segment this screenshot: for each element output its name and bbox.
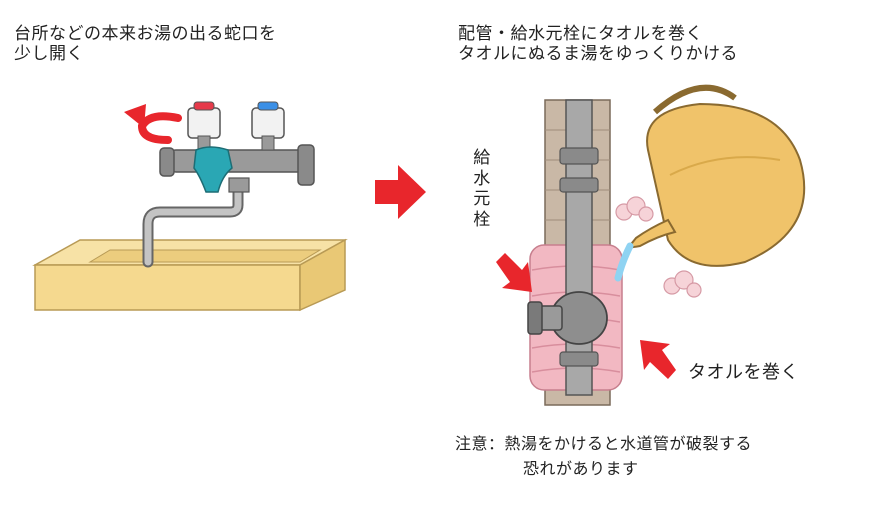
left-caption-line2: 少し開く <box>14 44 84 65</box>
valve-label-char: 栓 <box>473 210 491 231</box>
valve-label-char: 元 <box>473 189 491 210</box>
water-pipe <box>559 99 599 396</box>
valve-label-char: 水 <box>473 168 491 189</box>
kettle <box>625 84 806 267</box>
towel-label: タオルを巻く <box>688 362 799 383</box>
right-caption-line1: 配管・給水元栓にタオルを巻く <box>458 24 703 44</box>
water-valve <box>527 291 608 345</box>
valve-label: 給 水 元 栓 <box>471 148 493 231</box>
next-step-arrow-icon <box>375 165 426 219</box>
right-step-caption: 配管・給水元栓にタオルを巻く タオルにぬるま湯をゆっくりかける <box>458 24 738 65</box>
sink <box>32 238 348 312</box>
left-caption-line1: 台所などの本来お湯の出る蛇口を <box>14 24 277 44</box>
faucet <box>142 101 315 268</box>
caution-note-line2: 恐れがあります <box>523 458 639 478</box>
towel-pointer-arrow-icon <box>640 340 676 379</box>
rotate-arrow-icon <box>124 104 182 144</box>
caution-note: 注意：熱湯をかけると水道管が破裂する 恐れがあります <box>455 432 752 482</box>
valve-pointer-arrow-icon <box>496 253 532 292</box>
steam-puffs <box>615 196 702 298</box>
water-stream <box>614 242 634 282</box>
caution-note-line1: 注意：熱湯をかけると水道管が破裂する <box>455 434 753 453</box>
valve-label-char: 給 <box>473 148 491 168</box>
right-caption-line2: タオルにぬるま湯をゆっくりかける <box>458 44 738 65</box>
left-step-caption: 台所などの本来お湯の出る蛇口を 少し開く <box>14 24 277 65</box>
